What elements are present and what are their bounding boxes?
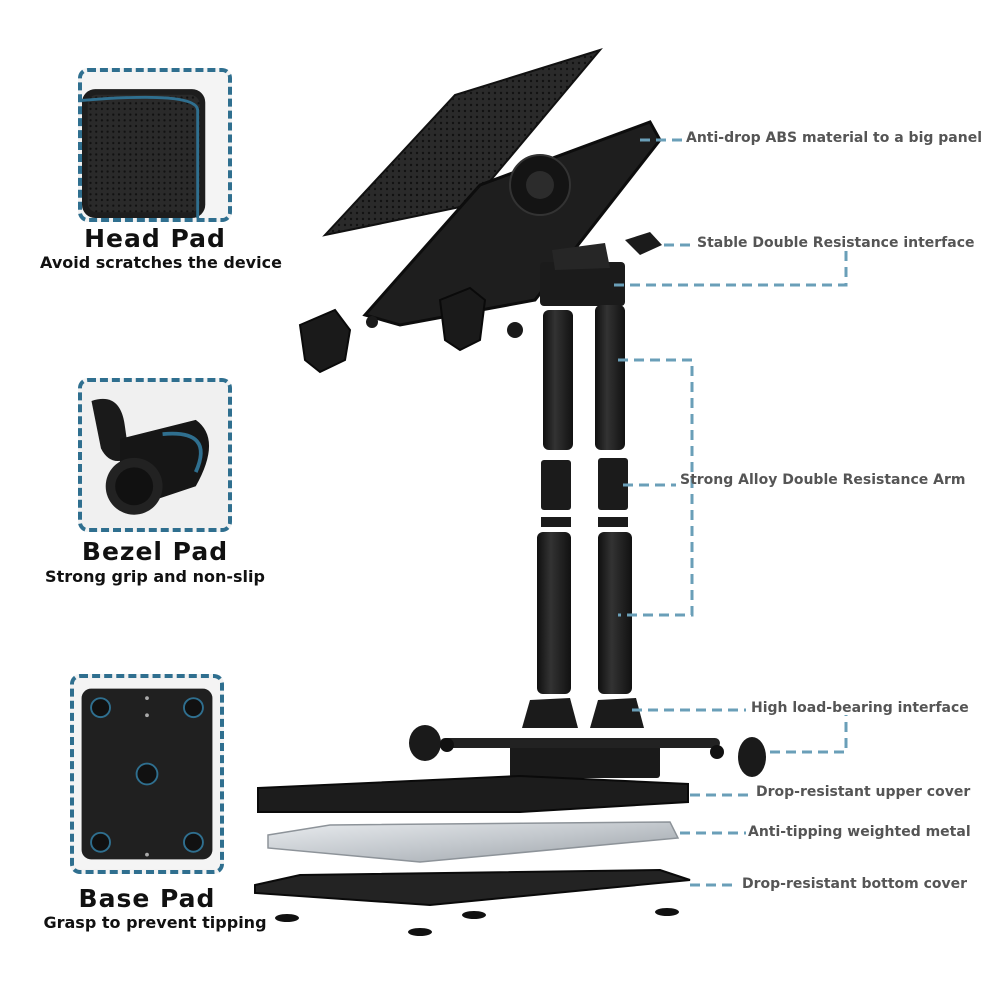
base-pad-subtitle: Grasp to prevent tipping: [43, 913, 267, 932]
callout-bottom: Drop-resistant bottom cover: [742, 876, 968, 892]
base-pad-title: Base Pad: [78, 884, 216, 913]
callout-upper: Drop-resistant upper cover: [756, 784, 971, 800]
upper-cover-part: [257, 774, 689, 813]
callout-arm: Strong Alloy Double Resistance Arm: [680, 472, 966, 488]
leader-arm: [618, 358, 694, 617]
head-pad-part: [322, 48, 603, 237]
head-pad-title: Head Pad: [84, 224, 226, 253]
bezel-pad-inset: [78, 378, 232, 532]
leader-load-2: [770, 715, 848, 754]
callout-interface: Stable Double Resistance interface: [697, 235, 975, 251]
upper-interface-part: [540, 262, 625, 306]
lower-interface-part: [522, 698, 578, 728]
base-pad-image: [74, 679, 220, 869]
base-pad-inset: [70, 674, 224, 874]
bezel-clip-left: [298, 308, 352, 374]
callout-panel: Anti-drop ABS material to a big panel: [686, 130, 983, 146]
head-pad-subtitle: Avoid scratches the device: [40, 253, 282, 272]
interface-small-knob: [625, 232, 662, 255]
bottom-cover-part: [254, 868, 691, 907]
callout-metal: Anti-tipping weighted metal: [748, 824, 971, 840]
callout-load: High load-bearing interface: [751, 700, 969, 716]
bezel-pad-image: [82, 382, 228, 528]
head-pad-inset: [78, 68, 232, 222]
bezel-pad-subtitle: Strong grip and non-slip: [45, 567, 265, 586]
head-pad-image: [82, 72, 228, 218]
leader-interface-2: [614, 250, 848, 287]
bezel-pad-title: Bezel Pad: [81, 537, 229, 566]
bezel-clip-right: [438, 286, 487, 352]
weighted-metal-part: [267, 821, 680, 863]
